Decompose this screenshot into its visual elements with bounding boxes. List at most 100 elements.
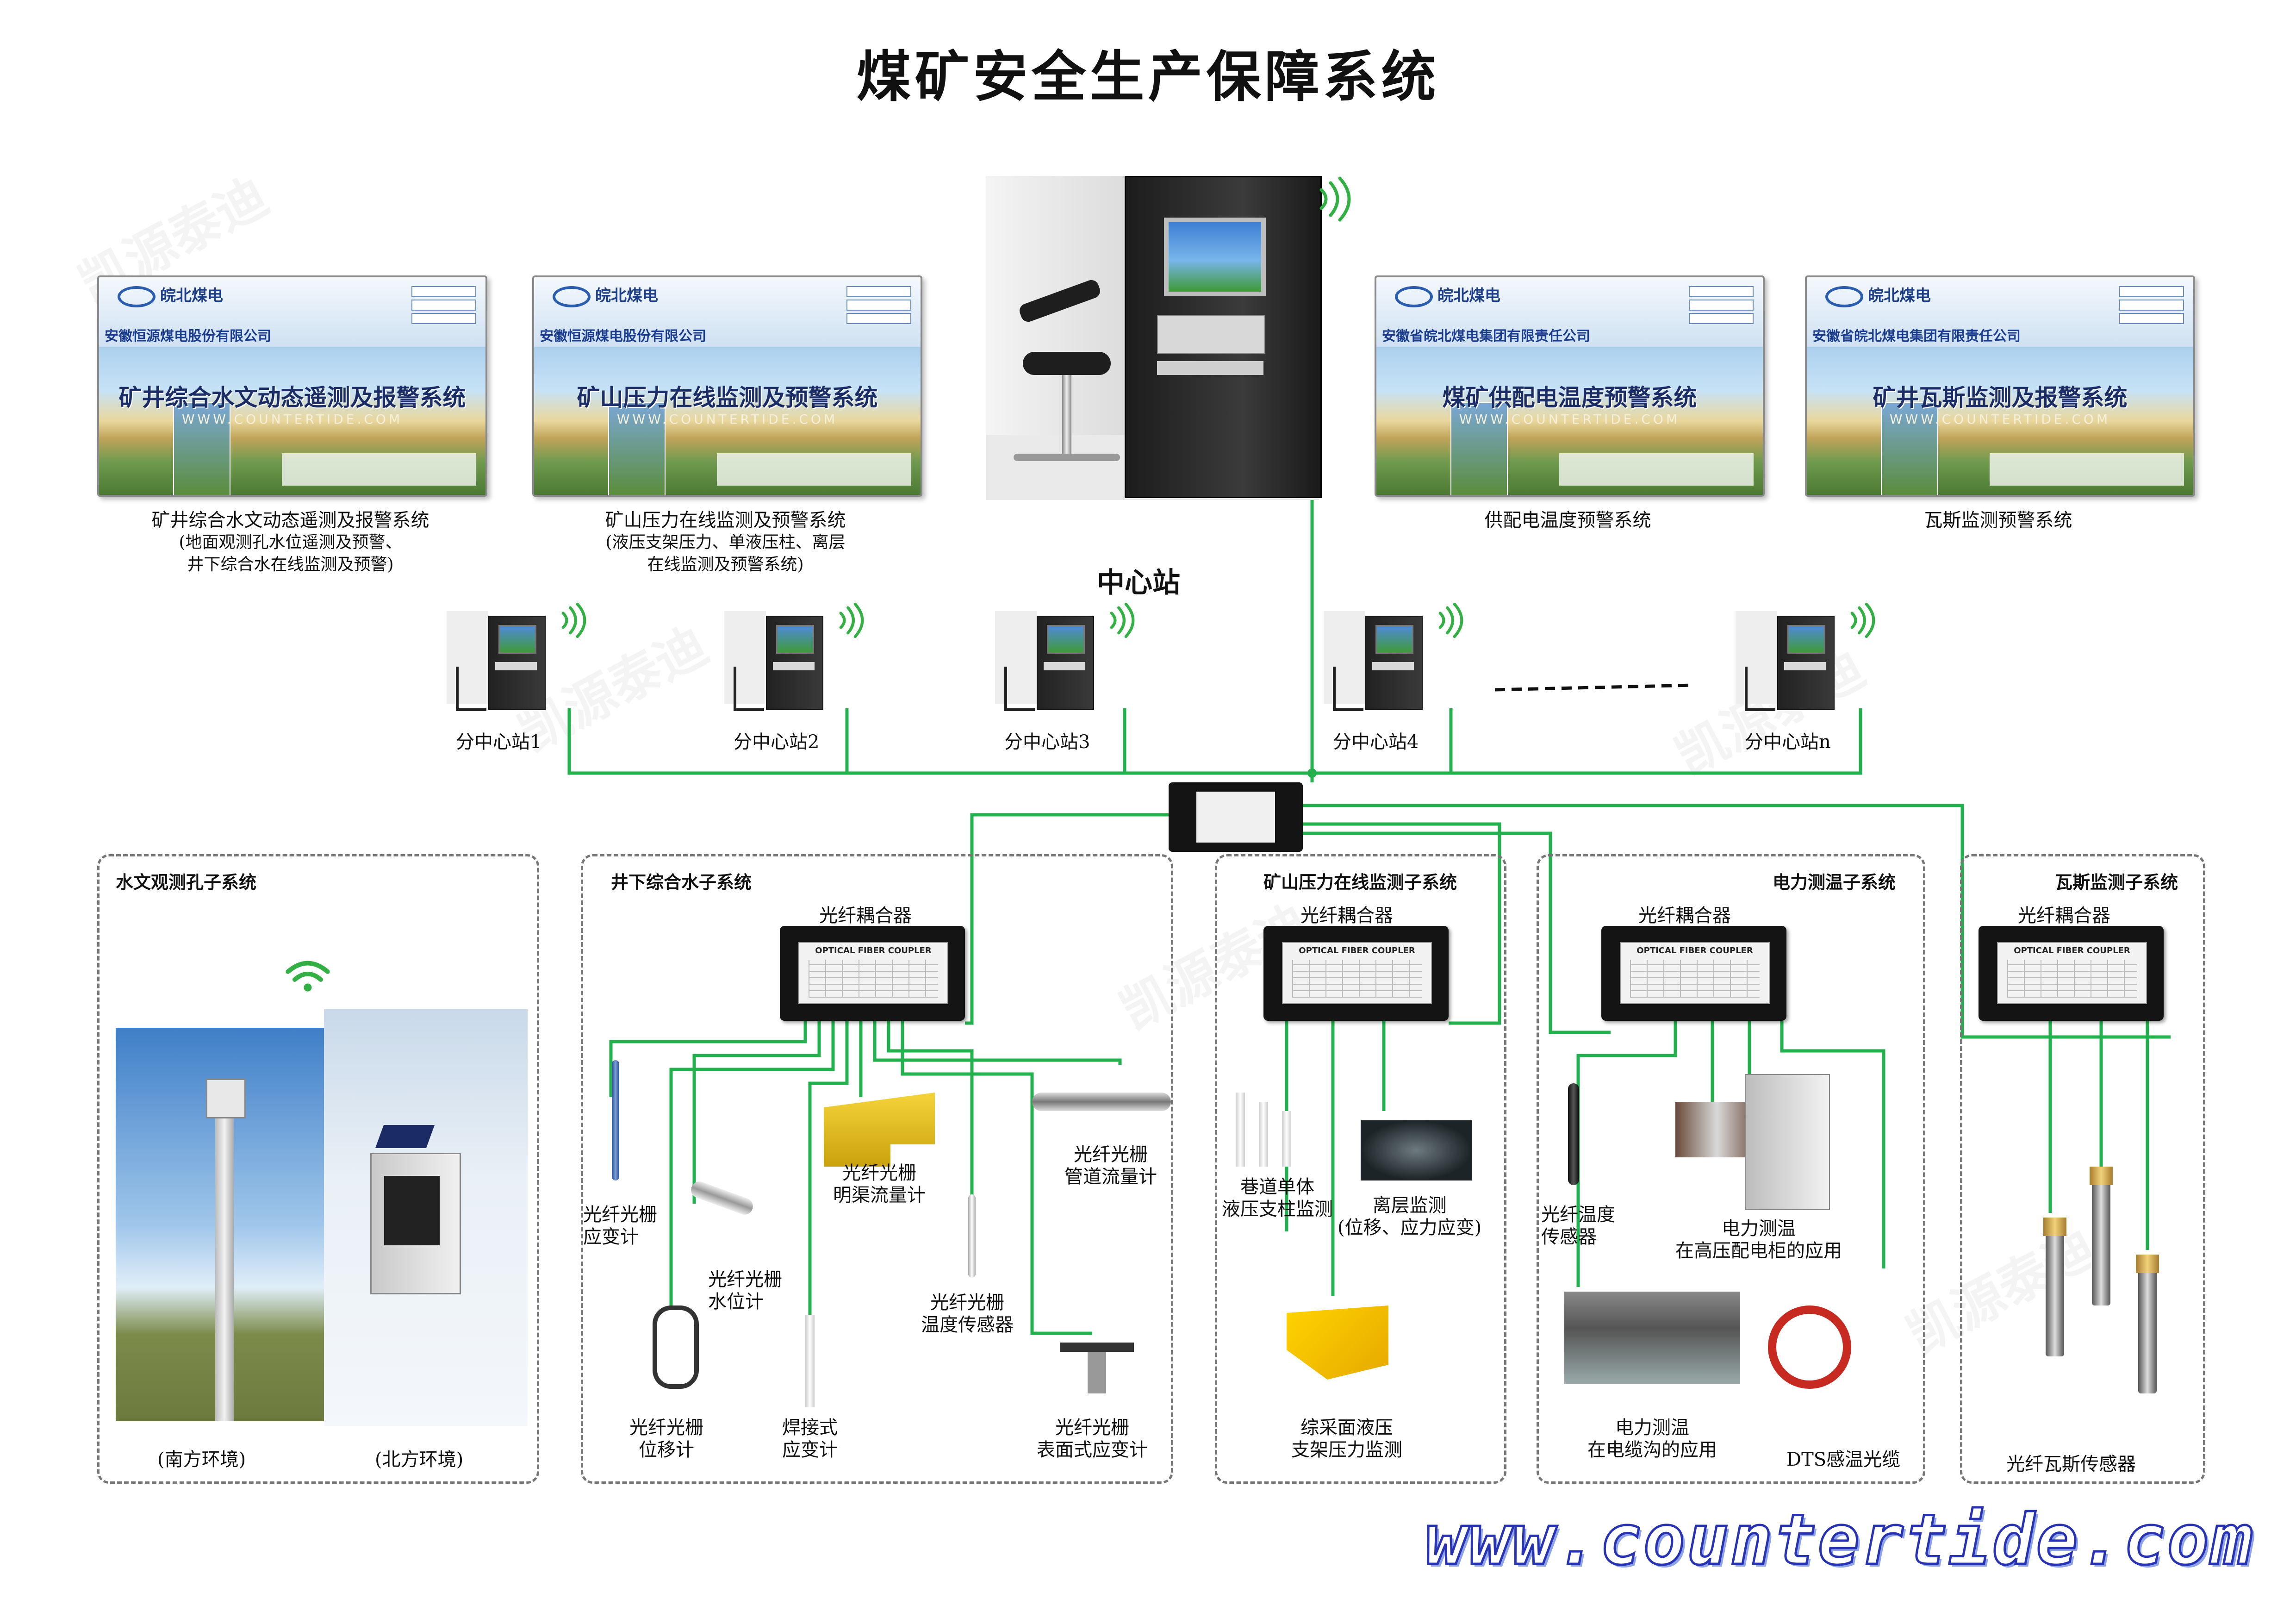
caption-line: 矿井综合水文动态遥测及报警系统 [151, 510, 429, 531]
monitor-panel-hydrology[interactable]: 皖北煤电 安徽恒源煤电股份有限公司 矿井综合水文动态遥测及报警系统 WWW.CO… [97, 275, 487, 497]
fiber-coupler-pressure[interactable] [1263, 926, 1449, 1021]
gas-sensor-1 [2041, 1204, 2069, 1356]
substation-3[interactable] [995, 611, 1106, 713]
link-surface-strain [901, 1021, 1092, 1335]
coupler-label: 光纤耦合器 [1638, 905, 1731, 926]
monitor-panel-gas[interactable]: 皖北煤电 安徽省皖北煤电集团有限责任公司 矿井瓦斯监测及报警系统 WWW.COU… [1805, 275, 2195, 497]
brand-logo: 皖北煤电 [1825, 283, 1931, 307]
panel-footer [717, 453, 911, 486]
screen-url: WWW.COUNTERTIDE.COM [181, 412, 403, 427]
surface-strain-sensor [1060, 1324, 1134, 1398]
substation-2[interactable] [724, 611, 835, 713]
fiber-temp-sensor [1564, 1083, 1583, 1185]
panel-caption-hydrology: 矿井综合水文动态遥测及报警系统 (地面观测孔水位遥测及预警、 井下综合水在线监测… [97, 509, 484, 576]
fiber-coupler-gas[interactable] [1979, 926, 2164, 1021]
water-level-sensor [689, 1179, 755, 1217]
company-name: 安徽恒源煤电股份有限公司 [540, 328, 706, 344]
south-environment-photo [116, 1028, 333, 1421]
caption-line: (地面观测孔水位遥测及预警、 [179, 533, 402, 552]
wifi-icon [1319, 176, 1351, 222]
pipe-flow-sensor [1032, 1074, 1171, 1130]
hv-cabinet-photo [1675, 1074, 1879, 1213]
screen-url: WWW.COUNTERTIDE.COM [1459, 412, 1680, 427]
site-url[interactable]: www.countertide.com [1424, 1499, 2254, 1582]
monitor-panel-power-temp[interactable]: 皖北煤电 安徽省皖北煤电集团有限责任公司 煤矿供配电温度预警系统 WWW.COU… [1375, 275, 1765, 497]
screen-url: WWW.COUNTERTIDE.COM [1889, 412, 2111, 427]
substation-label: 分中心站1 [456, 731, 542, 753]
sensor-label: 光纤瓦斯传感器 [2006, 1454, 2136, 1475]
instrument-door [384, 1176, 440, 1245]
network-switch[interactable] [1169, 782, 1303, 852]
landscape-photo [1450, 402, 1508, 495]
north-environment-caption: (北方环境) [375, 1449, 464, 1470]
hydraulic-prop-sensor [1226, 1083, 1328, 1176]
wifi-icon [561, 602, 586, 638]
panel-footer [282, 453, 476, 486]
link-dts-cable [1780, 1021, 1885, 1268]
subsystem-box-water [581, 854, 1173, 1484]
login-fields [846, 284, 911, 324]
caption-line: 供配电温度预警系统 [1484, 510, 1651, 531]
sensor-label: 光纤光栅 水位计 [708, 1269, 782, 1312]
brand-logo: 皖北煤电 [553, 283, 658, 307]
coupler-label: 光纤耦合器 [1300, 905, 1393, 926]
sensor-label: 光纤温度 传感器 [1541, 1204, 1615, 1248]
sensor-label: 光纤光栅 管道流量计 [1064, 1144, 1157, 1187]
screen-url: WWW.COUNTERTIDE.COM [616, 412, 838, 427]
subsystem-title-gas: 瓦斯监测子系统 [2055, 872, 2178, 893]
login-fields [411, 284, 476, 324]
caption-line: (液压支架压力、单液压柱、离层 [605, 533, 846, 552]
panel-caption-power-temp: 供配电温度预警系统 [1375, 509, 1761, 531]
solar-panel [375, 1125, 435, 1148]
subsystem-box-pressure [1215, 854, 1506, 1484]
link-strain-gauge [609, 1021, 807, 1097]
wifi-icon [1110, 602, 1135, 638]
gas-sensor-3 [2134, 1241, 2161, 1393]
substation-label: 分中心站n [1745, 731, 1831, 753]
subsystem-title-hydrology: 水文观测孔子系统 [116, 872, 257, 893]
roof-separation-photo [1361, 1120, 1472, 1181]
link-weld-strain [808, 1021, 849, 1324]
sensor-label: 离层监测 (位移、应力应变) [1338, 1195, 1482, 1238]
link-pipe-flow [873, 1021, 1122, 1065]
screen-title: 矿井瓦斯监测及报警系统 [1873, 384, 2128, 411]
sensor-label: 光纤光栅 位移计 [629, 1417, 703, 1461]
link-substation-n [1451, 708, 1862, 775]
center-station-image [986, 176, 1322, 500]
wifi-icon [1850, 602, 1875, 638]
junction-dot [1307, 768, 1317, 778]
brand-logo: 皖北煤电 [118, 283, 223, 307]
sensor-label: 光纤光栅 明渠流量计 [833, 1162, 926, 1206]
screen-title: 煤矿供配电温度预警系统 [1442, 384, 1697, 411]
substation-1[interactable] [447, 611, 558, 713]
page-title: 煤矿安全生产保障系统 [856, 45, 1440, 109]
screen-title: 矿山压力在线监测及预警系统 [577, 384, 878, 411]
brand-logo: 皖北煤电 [1395, 283, 1500, 307]
fiber-coupler-power[interactable] [1601, 926, 1786, 1021]
login-fields [1689, 284, 1754, 324]
coupler-label: 光纤耦合器 [2018, 905, 2110, 926]
switch-panel [1196, 792, 1275, 843]
caption-line: 在线监测及预警系统) [647, 555, 804, 574]
substation-4[interactable] [1324, 611, 1435, 713]
subsystem-title-power: 电力测温子系统 [1773, 872, 1896, 893]
south-environment-caption: (南方环境) [157, 1449, 246, 1470]
sensor-label: 综采面液压 支架压力监测 [1291, 1417, 1402, 1461]
sensor-label: DTS感温光缆 [1786, 1449, 1901, 1470]
chair-seat [1023, 352, 1111, 375]
fiber-coupler-water[interactable] [780, 926, 965, 1021]
landscape-photo [173, 402, 230, 495]
substation-label: 分中心站4 [1333, 731, 1419, 753]
substation-n[interactable] [1736, 611, 1847, 713]
screen-title: 矿井综合水文动态遥测及报警系统 [118, 384, 466, 411]
north-environment-photo [324, 1009, 528, 1426]
roof-support-sensor [1287, 1296, 1388, 1389]
monitor-panel-pressure[interactable]: 皖北煤电 安徽恒源煤电股份有限公司 矿山压力在线监测及预警系统 WWW.COUN… [532, 275, 922, 497]
rack-unit [1157, 315, 1265, 354]
sensor-label: 电力测温 在高压配电柜的应用 [1675, 1218, 1842, 1262]
chair-post [1062, 375, 1071, 454]
monitor-screen [1164, 218, 1266, 296]
sensor-label: 光纤光栅 应变计 [583, 1204, 657, 1248]
link-temperature [887, 1021, 974, 1204]
